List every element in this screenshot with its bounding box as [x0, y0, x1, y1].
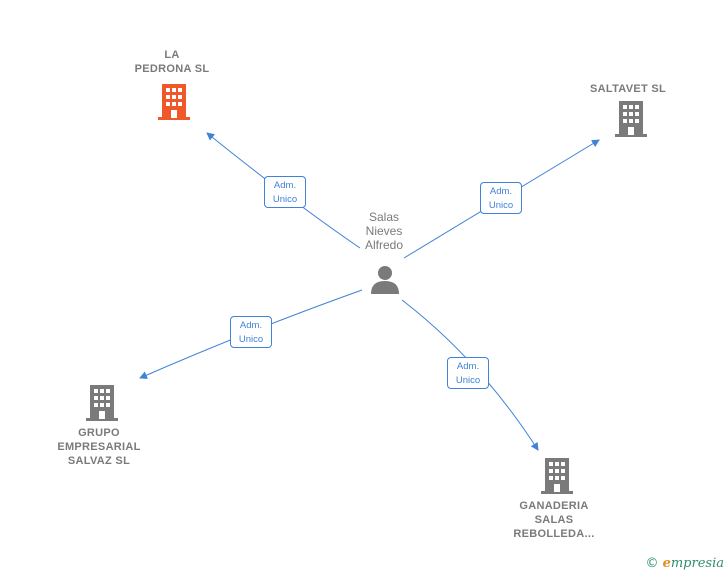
node-ganaderia-label[interactable]: GANADERIA SALAS REBOLLEDA... [499, 499, 609, 541]
edge-label-ganaderia[interactable]: Adm. Unico [447, 357, 489, 389]
node-la-pedrona-line1: LA [164, 49, 180, 61]
brand-name: mpresia [670, 556, 724, 571]
building-icon[interactable] [615, 101, 647, 137]
person-salas-nieves-alfredo-label[interactable]: Salas Nieves Alfredo [344, 210, 424, 252]
edge-label-la-pedrona[interactable]: Adm. Unico [264, 176, 306, 208]
building-icon[interactable] [158, 84, 190, 120]
person-line1: Salas [368, 210, 400, 224]
node-saltavet-label[interactable]: SALTAVET SL [578, 82, 678, 96]
brand-initial: e [662, 556, 671, 571]
copyright-symbol: © [645, 556, 659, 571]
node-ganaderia-line3: REBOLLEDA... [513, 528, 595, 540]
edge-label-grupo-empresarial[interactable]: Adm. Unico [230, 316, 272, 348]
edge-label-line2: Unico [272, 194, 298, 205]
edge-label-line2: Unico [238, 334, 264, 345]
edge-label-line1: Adm. [489, 186, 513, 197]
person-line2: Nieves [365, 224, 403, 238]
building-icon[interactable] [541, 458, 573, 494]
edge-label-line2: Unico [455, 375, 481, 386]
node-grupo-empresarial-label[interactable]: GRUPO EMPRESARIAL SALVAZ SL [44, 426, 154, 468]
edge-label-saltavet[interactable]: Adm. Unico [480, 182, 522, 214]
node-grupo-line1: GRUPO [78, 427, 120, 439]
edge-label-line1: Adm. [239, 320, 263, 331]
person-line3: Alfredo [364, 238, 404, 252]
node-grupo-line3: SALVAZ SL [67, 455, 131, 467]
edge-label-line1: Adm. [456, 361, 480, 372]
empresia-watermark: © empresia [645, 556, 724, 571]
person-icon[interactable] [370, 264, 400, 294]
node-la-pedrona-label[interactable]: LA PEDRONA SL [122, 48, 222, 76]
node-ganaderia-line2: SALAS [534, 514, 574, 526]
building-icon[interactable] [86, 385, 118, 421]
edge-label-line1: Adm. [273, 180, 297, 191]
edge-label-line2: Unico [488, 200, 514, 211]
node-ganaderia-line1: GANADERIA [519, 500, 589, 512]
node-saltavet-line1: SALTAVET SL [589, 83, 667, 95]
node-grupo-line2: EMPRESARIAL [57, 441, 141, 453]
node-la-pedrona-line2: PEDRONA SL [134, 63, 210, 75]
